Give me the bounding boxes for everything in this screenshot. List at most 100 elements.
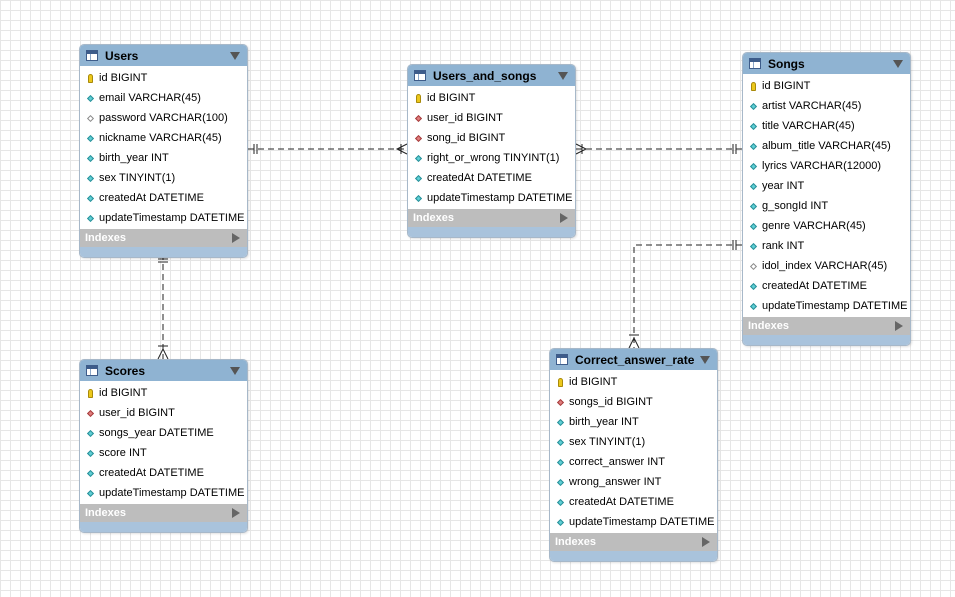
- column-row[interactable]: updateTimestamp DATETIME: [80, 208, 247, 228]
- nullable-icon: [747, 260, 759, 272]
- not-null-icon: [84, 487, 96, 499]
- column-row[interactable]: correct_answer INT: [550, 452, 717, 472]
- not-null-icon: [84, 427, 96, 439]
- column-text: album_title VARCHAR(45): [762, 140, 891, 152]
- column-row[interactable]: sex TINYINT(1): [80, 168, 247, 188]
- column-text: email VARCHAR(45): [99, 92, 201, 104]
- column-row[interactable]: createdAt DATETIME: [80, 463, 247, 483]
- table-header[interactable]: Songs: [743, 53, 910, 74]
- indexes-label: Indexes: [85, 232, 126, 244]
- table-header[interactable]: Users_and_songs: [408, 65, 575, 86]
- column-row[interactable]: password VARCHAR(100): [80, 108, 247, 128]
- column-row[interactable]: right_or_wrong TINYINT(1): [408, 148, 575, 168]
- expand-arrow-icon[interactable]: [232, 508, 240, 518]
- table-header[interactable]: Users: [80, 45, 247, 66]
- column-row[interactable]: song_id BIGINT: [408, 128, 575, 148]
- column-row[interactable]: createdAt DATETIME: [80, 188, 247, 208]
- column-row[interactable]: birth_year INT: [80, 148, 247, 168]
- expand-arrow-icon[interactable]: [560, 213, 568, 223]
- indexes-section[interactable]: Indexes: [743, 317, 910, 335]
- column-row[interactable]: g_songId INT: [743, 196, 910, 216]
- column-text: updateTimestamp DATETIME: [762, 300, 908, 312]
- column-text: birth_year INT: [569, 416, 639, 428]
- column-row[interactable]: wrong_answer INT: [550, 472, 717, 492]
- relationship-songs-users-and-songs[interactable]: [575, 143, 742, 155]
- column-row[interactable]: songs_year DATETIME: [80, 423, 247, 443]
- primary-key-icon: [554, 376, 566, 388]
- not-null-icon: [84, 172, 96, 184]
- table-icon: [86, 365, 98, 376]
- collapse-caret-icon[interactable]: [893, 59, 903, 68]
- column-row[interactable]: updateTimestamp DATETIME: [408, 188, 575, 208]
- column-row[interactable]: email VARCHAR(45): [80, 88, 247, 108]
- column-text: score INT: [99, 447, 147, 459]
- relationship-songs-correct-answer-rate[interactable]: [628, 240, 742, 349]
- column-row[interactable]: lyrics VARCHAR(12000): [743, 156, 910, 176]
- table-icon: [749, 58, 761, 69]
- column-row[interactable]: id BIGINT: [743, 76, 910, 96]
- column-row[interactable]: nickname VARCHAR(45): [80, 128, 247, 148]
- table-footer: [80, 247, 247, 257]
- column-row[interactable]: id BIGINT: [408, 88, 575, 108]
- column-text: song_id BIGINT: [427, 132, 506, 144]
- collapse-caret-icon[interactable]: [558, 71, 568, 80]
- column-text: sex TINYINT(1): [569, 436, 646, 448]
- collapse-caret-icon[interactable]: [230, 366, 240, 375]
- collapse-caret-icon[interactable]: [230, 51, 240, 60]
- indexes-section[interactable]: Indexes: [550, 533, 717, 551]
- column-row[interactable]: idol_index VARCHAR(45): [743, 256, 910, 276]
- column-row[interactable]: title VARCHAR(45): [743, 116, 910, 136]
- column-row[interactable]: id BIGINT: [550, 372, 717, 392]
- not-null-icon: [554, 476, 566, 488]
- expand-arrow-icon[interactable]: [702, 537, 710, 547]
- column-row[interactable]: birth_year INT: [550, 412, 717, 432]
- column-text: id BIGINT: [99, 387, 148, 399]
- collapse-caret-icon[interactable]: [700, 355, 710, 364]
- column-row[interactable]: artist VARCHAR(45): [743, 96, 910, 116]
- column-row[interactable]: updateTimestamp DATETIME: [80, 483, 247, 503]
- column-row[interactable]: rank INT: [743, 236, 910, 256]
- table-name: Correct_answer_rate: [575, 352, 695, 367]
- column-text: password VARCHAR(100): [99, 112, 228, 124]
- column-text: createdAt DATETIME: [427, 172, 532, 184]
- column-text: nickname VARCHAR(45): [99, 132, 222, 144]
- table-footer: [80, 522, 247, 532]
- column-row[interactable]: id BIGINT: [80, 68, 247, 88]
- column-row[interactable]: album_title VARCHAR(45): [743, 136, 910, 156]
- expand-arrow-icon[interactable]: [895, 321, 903, 331]
- column-text: year INT: [762, 180, 805, 192]
- expand-arrow-icon[interactable]: [232, 233, 240, 243]
- column-row[interactable]: songs_id BIGINT: [550, 392, 717, 412]
- column-text: genre VARCHAR(45): [762, 220, 866, 232]
- column-row[interactable]: updateTimestamp DATETIME: [550, 512, 717, 532]
- column-row[interactable]: user_id BIGINT: [408, 108, 575, 128]
- column-row[interactable]: score INT: [80, 443, 247, 463]
- not-null-icon: [554, 416, 566, 428]
- table-header[interactable]: Correct_answer_rate: [550, 349, 717, 370]
- column-row[interactable]: id BIGINT: [80, 383, 247, 403]
- column-row[interactable]: createdAt DATETIME: [550, 492, 717, 512]
- column-row[interactable]: createdAt DATETIME: [408, 168, 575, 188]
- relationship-users-users-and-songs[interactable]: [248, 143, 408, 155]
- indexes-section[interactable]: Indexes: [408, 209, 575, 227]
- column-row[interactable]: user_id BIGINT: [80, 403, 247, 423]
- not-null-icon: [554, 516, 566, 528]
- indexes-section[interactable]: Indexes: [80, 504, 247, 522]
- not-null-icon: [747, 140, 759, 152]
- not-null-icon: [84, 92, 96, 104]
- column-row[interactable]: genre VARCHAR(45): [743, 216, 910, 236]
- table-header[interactable]: Scores: [80, 360, 247, 381]
- relationship-users-scores[interactable]: [157, 254, 169, 360]
- not-null-icon: [554, 456, 566, 468]
- indexes-section[interactable]: Indexes: [80, 229, 247, 247]
- column-row[interactable]: year INT: [743, 176, 910, 196]
- column-row[interactable]: updateTimestamp DATETIME: [743, 296, 910, 316]
- column-row[interactable]: sex TINYINT(1): [550, 432, 717, 452]
- column-row[interactable]: createdAt DATETIME: [743, 276, 910, 296]
- not-null-icon: [747, 300, 759, 312]
